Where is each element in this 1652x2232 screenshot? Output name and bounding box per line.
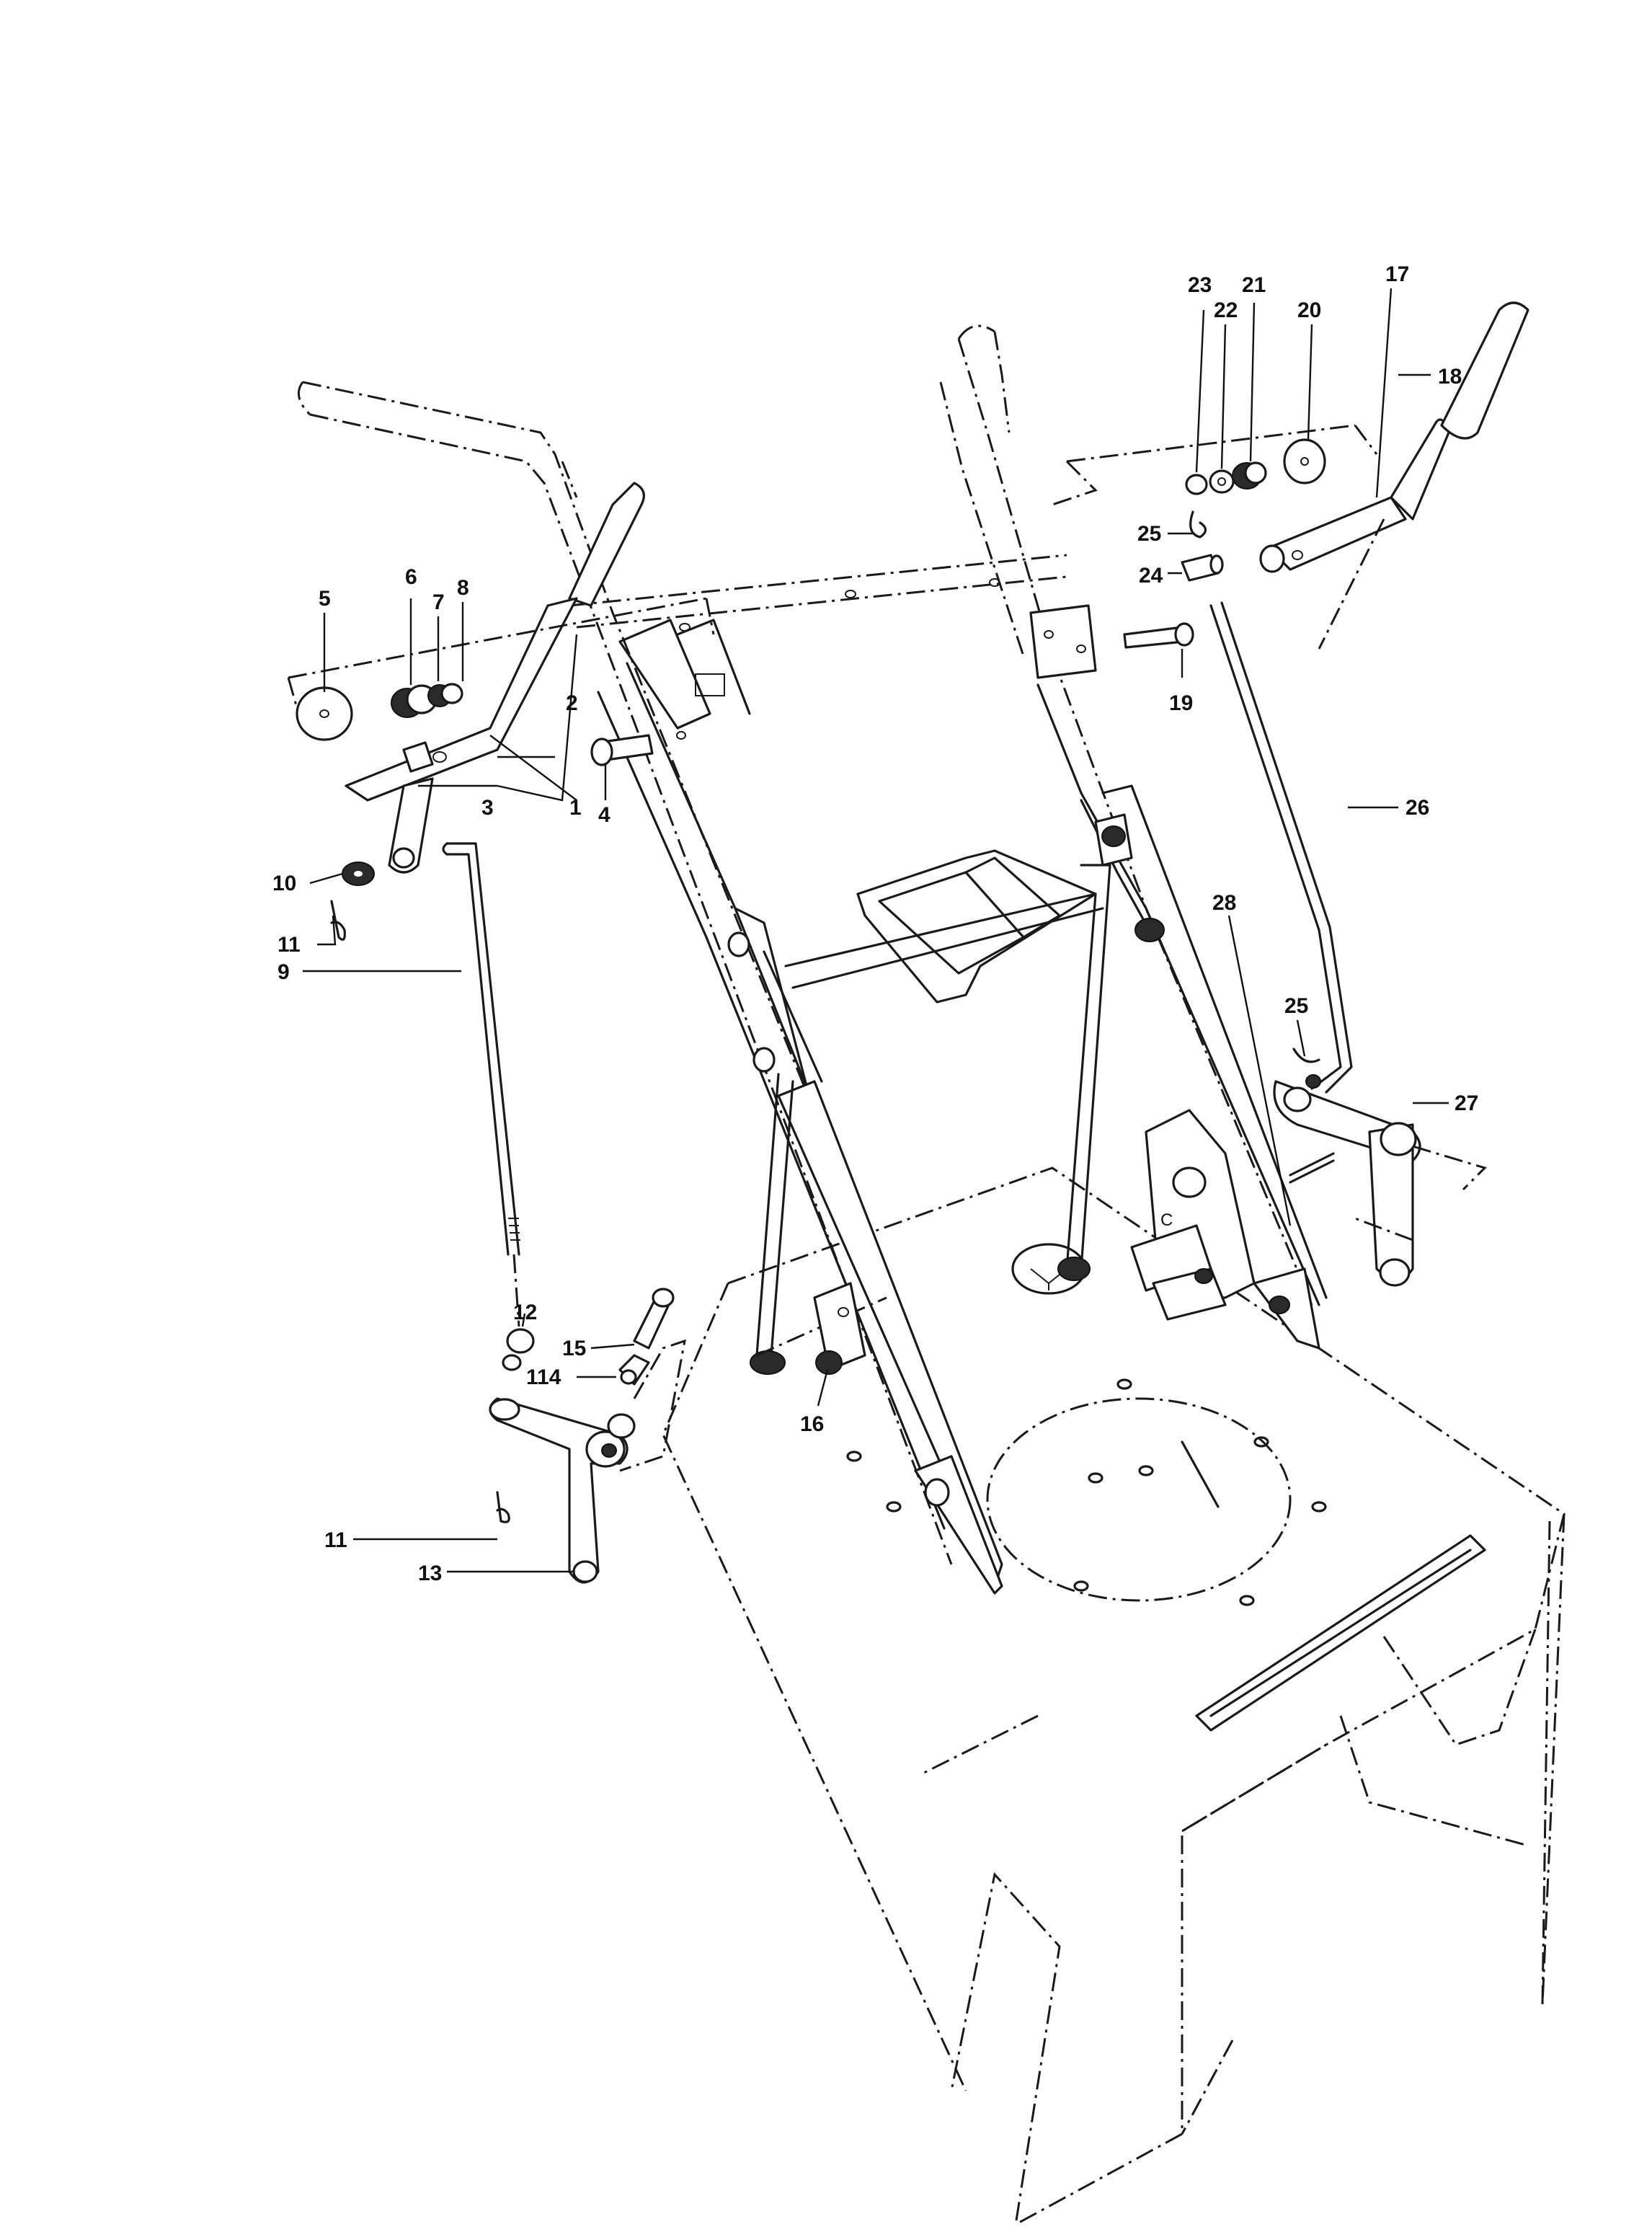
left-handle-bar <box>297 381 996 1565</box>
bolt-19 <box>1123 622 1194 649</box>
callout-24: 24 <box>1139 564 1163 588</box>
bolt-15 <box>633 1288 675 1350</box>
callout-15: 15 <box>562 1337 586 1360</box>
leader-lines <box>303 288 1449 1573</box>
callout-3: 3 <box>481 796 494 820</box>
callout-21: 21 <box>1242 273 1266 297</box>
spacer-114 <box>618 1354 650 1386</box>
housing-holes <box>846 1378 1327 1606</box>
callout-16: 16 <box>800 1412 824 1436</box>
callout-1: 1 <box>569 796 582 820</box>
callout-13: 13 <box>418 1562 442 1585</box>
left-control-lever <box>345 482 645 874</box>
callout-4: 4 <box>598 803 610 827</box>
washer-10 <box>342 862 375 886</box>
callout-labels: 1 2 3 4 5 6 7 8 9 10 11 11 12 13 114 15 … <box>272 262 1478 1585</box>
clip-25-lower <box>1292 1048 1320 1063</box>
foot-plate <box>784 849 1111 1281</box>
clip-25-upper <box>1189 510 1207 539</box>
callout-26: 26 <box>1405 796 1429 820</box>
callout-5: 5 <box>319 587 331 611</box>
callout-6: 6 <box>405 565 417 589</box>
pin-24 <box>1181 554 1224 582</box>
disc-20 <box>1283 438 1326 484</box>
clip-11-lower <box>496 1491 510 1523</box>
callout-2: 2 <box>566 691 578 715</box>
right-handle-bar <box>939 324 1313 1306</box>
callout-7: 7 <box>432 590 445 614</box>
callout-17: 17 <box>1385 262 1409 286</box>
control-rod-26 <box>1209 601 1353 1094</box>
callout-23: 23 <box>1188 273 1212 297</box>
spring-21 <box>1232 461 1267 490</box>
callout-114: 114 <box>526 1365 561 1389</box>
cross-bar <box>569 554 1067 632</box>
clip-11-upper <box>330 900 346 941</box>
right-control-lever <box>1259 301 1529 650</box>
callout-18: 18 <box>1438 365 1462 389</box>
callout-22: 22 <box>1214 298 1238 322</box>
callout-28: 28 <box>1212 891 1236 915</box>
callout-9: 9 <box>277 960 290 984</box>
callout-19: 19 <box>1169 691 1193 715</box>
callout-11-upper: 11 <box>277 933 301 957</box>
callout-12: 12 <box>513 1301 537 1324</box>
callout-25-upper: 25 <box>1137 522 1161 546</box>
spring-and-washers <box>391 683 463 718</box>
swivel-12 <box>502 1328 535 1371</box>
right-upright <box>1029 604 1328 1350</box>
nut-23 <box>1185 474 1208 495</box>
bolt-4 <box>590 731 686 766</box>
callout-20: 20 <box>1297 298 1321 322</box>
disc-5 <box>296 686 353 741</box>
callout-10: 10 <box>272 872 296 895</box>
housing <box>662 1166 1566 2226</box>
washer-22 <box>1209 469 1235 494</box>
right-panel <box>1052 424 1378 506</box>
bellcrank-27 <box>1273 1080 1487 1287</box>
bellcrank-13 <box>489 1339 686 1584</box>
callout-27: 27 <box>1455 1091 1478 1115</box>
callout-8: 8 <box>457 576 469 600</box>
svg-text:C: C <box>1160 1210 1173 1230</box>
pivot-bracket: C <box>1130 1109 1256 1321</box>
rod-9 <box>442 842 520 1327</box>
bushing-16 <box>813 1282 866 1375</box>
callout-11-lower: 11 <box>324 1528 347 1552</box>
left-upright <box>597 619 1003 1595</box>
callout-25-lower: 25 <box>1284 994 1308 1018</box>
